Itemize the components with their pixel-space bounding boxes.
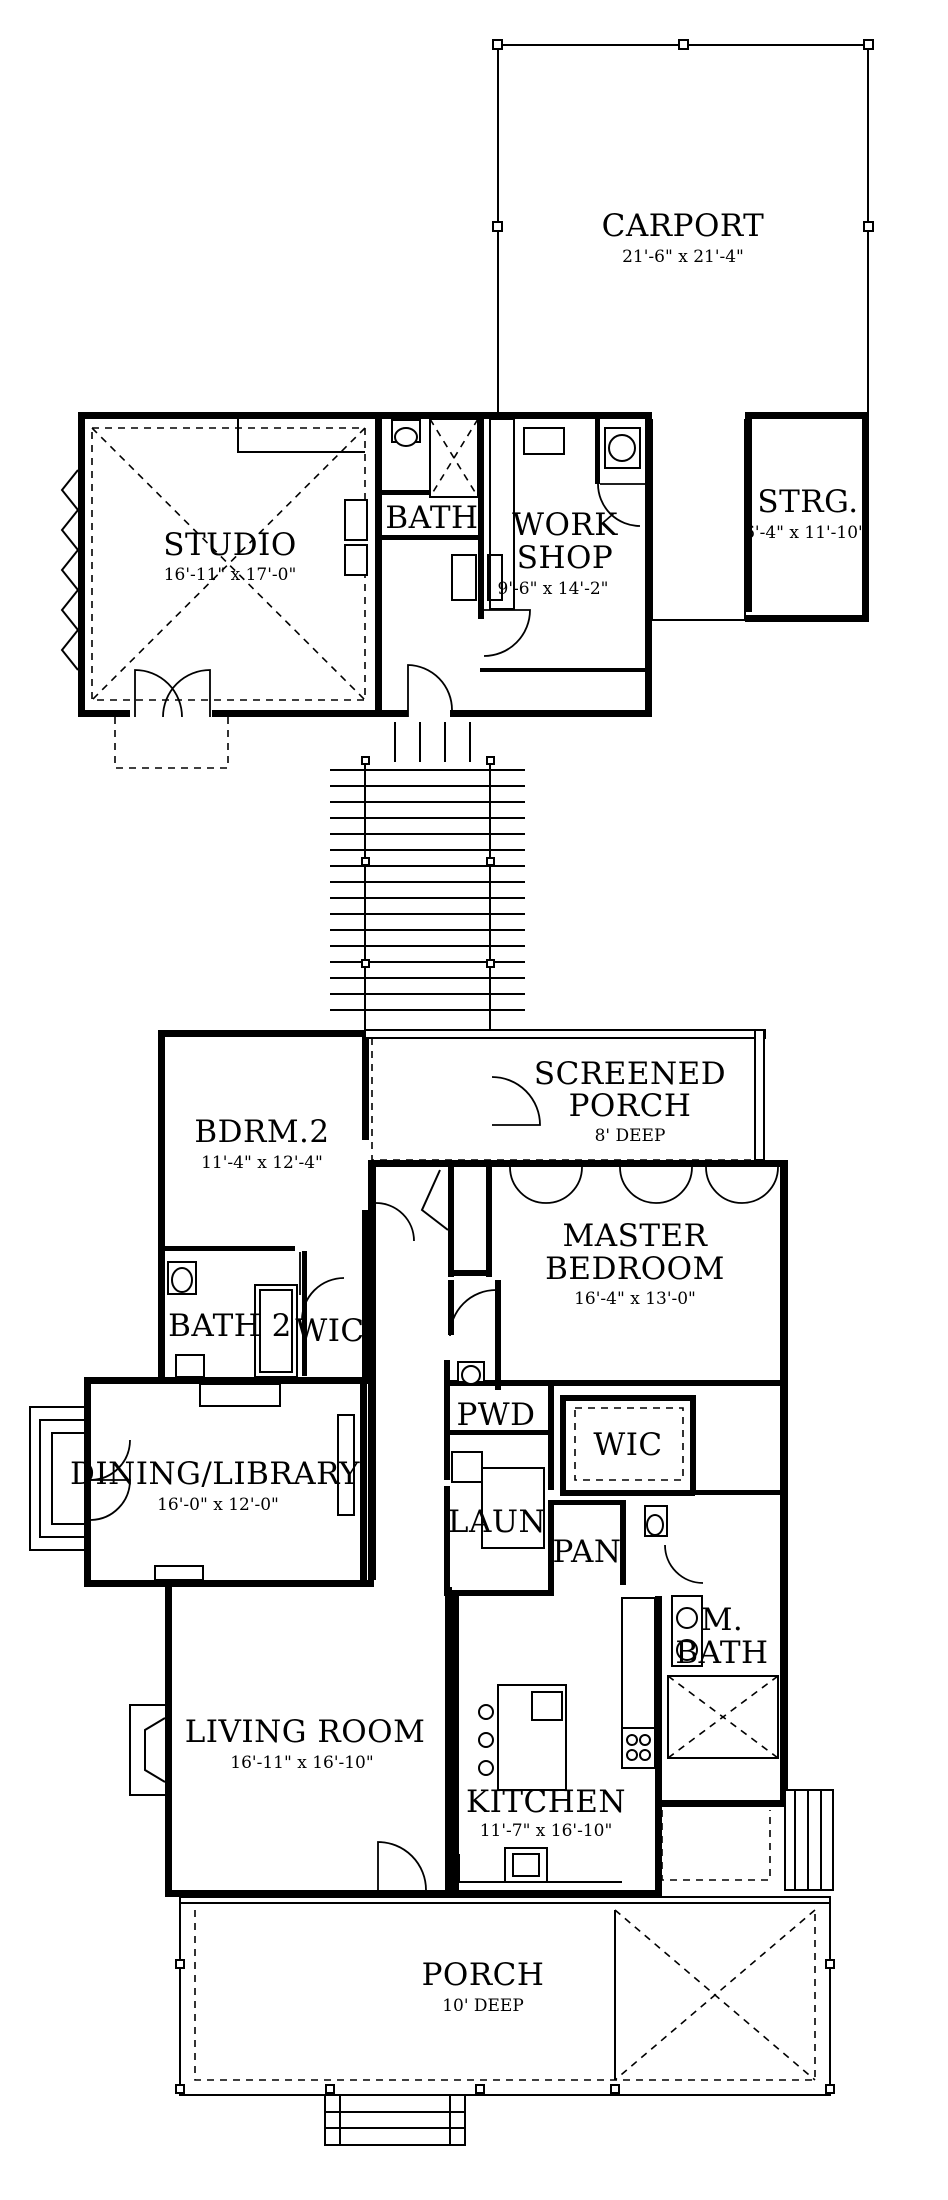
bedroom2-name: BDRM.2: [194, 1114, 329, 1150]
laundry-name: LAUN: [448, 1504, 546, 1540]
wic-small-name: WIC: [295, 1313, 364, 1349]
living-room-name: LIVING ROOM: [185, 1714, 426, 1750]
workshop-dim: 9'-6" x 14'-2": [498, 579, 609, 599]
workshop-name-2: SHOP: [517, 540, 614, 576]
room-labels: CARPORT 21'-6" x 21'-4" STUDIO 16'-11" x…: [70, 208, 866, 2016]
studio-dim: 16'-11" x 17'-0": [164, 565, 297, 585]
master-bedroom-name-2: BEDROOM: [545, 1251, 725, 1287]
outbuilding: [60, 412, 869, 769]
breezeway-pergola: [330, 722, 525, 1030]
porch-name: PORCH: [422, 1957, 545, 1993]
dining-library-name: DINING/LIBRARY: [70, 1456, 360, 1492]
main-house: [29, 1029, 834, 1897]
master-bath-name-2: BATH: [675, 1635, 768, 1671]
storage-name: STRG.: [757, 484, 858, 520]
master-bedroom-name-1: MASTER: [562, 1218, 708, 1254]
pantry-name: PAN: [552, 1534, 621, 1570]
front-porch: [175, 1896, 835, 2146]
master-bath-name-1: M.: [701, 1602, 744, 1638]
studio-name: STUDIO: [163, 527, 297, 563]
workshop-name-1: WORK: [512, 507, 618, 543]
screened-porch-name-1: SCREENED: [534, 1056, 726, 1092]
kitchen-name: KITCHEN: [466, 1784, 626, 1820]
carport: [492, 39, 874, 412]
screened-porch-dim: 8' DEEP: [595, 1126, 666, 1146]
carport-name: CARPORT: [602, 208, 765, 244]
porch-dim: 10' DEEP: [442, 1996, 524, 2016]
powder-name: PWD: [456, 1397, 535, 1433]
storage-dim: 6'-4" x 11'-10": [744, 523, 866, 543]
master-bedroom-dim: 16'-4" x 13'-0": [574, 1289, 696, 1309]
bath2-name: BATH 2: [168, 1308, 292, 1344]
wic-master-name: WIC: [593, 1427, 662, 1463]
bedroom2-dim: 11'-4" x 12'-4": [201, 1153, 323, 1173]
carport-dim: 21'-6" x 21'-4": [622, 247, 744, 267]
dining-library-dim: 16'-0" x 12'-0": [157, 1495, 279, 1515]
kitchen-dim: 11'-7" x 16'-10": [480, 1821, 613, 1841]
living-room-dim: 16'-11" x 16'-10": [230, 1753, 373, 1773]
bath-name: BATH: [385, 500, 478, 536]
screened-porch-name-2: PORCH: [569, 1088, 692, 1124]
